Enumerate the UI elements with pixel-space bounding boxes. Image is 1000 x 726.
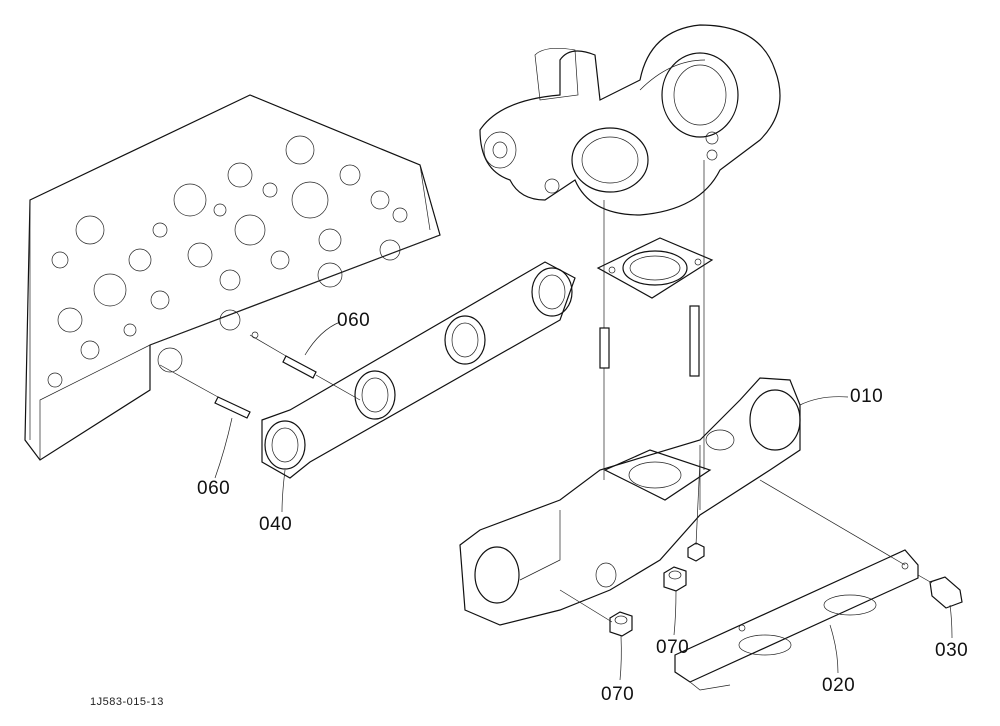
bolt-030: [917, 574, 963, 609]
turbocharger: [479, 24, 781, 216]
callout-leaders: [214, 321, 953, 681]
nuts-070: [559, 459, 705, 637]
heat-shield: [674, 479, 919, 691]
callout-060-lower: 060: [197, 478, 231, 499]
callout-070-left: 070: [601, 684, 635, 705]
studs-060: [159, 334, 361, 419]
exhaust-manifold: [459, 377, 801, 626]
manifold-gasket: [261, 261, 576, 479]
callout-030: 030: [935, 640, 969, 661]
callout-040: 040: [259, 514, 293, 535]
callout-070-right: 070: [656, 637, 690, 658]
callout-020: 020: [822, 675, 856, 696]
cylinder-head: [24, 94, 441, 461]
turbo-gasket: [596, 237, 714, 299]
turbo-studs: [599, 160, 705, 480]
figure-code: 1J583-015-13: [90, 696, 164, 708]
callout-010: 010: [850, 386, 884, 407]
callout-060-upper: 060: [337, 310, 371, 331]
